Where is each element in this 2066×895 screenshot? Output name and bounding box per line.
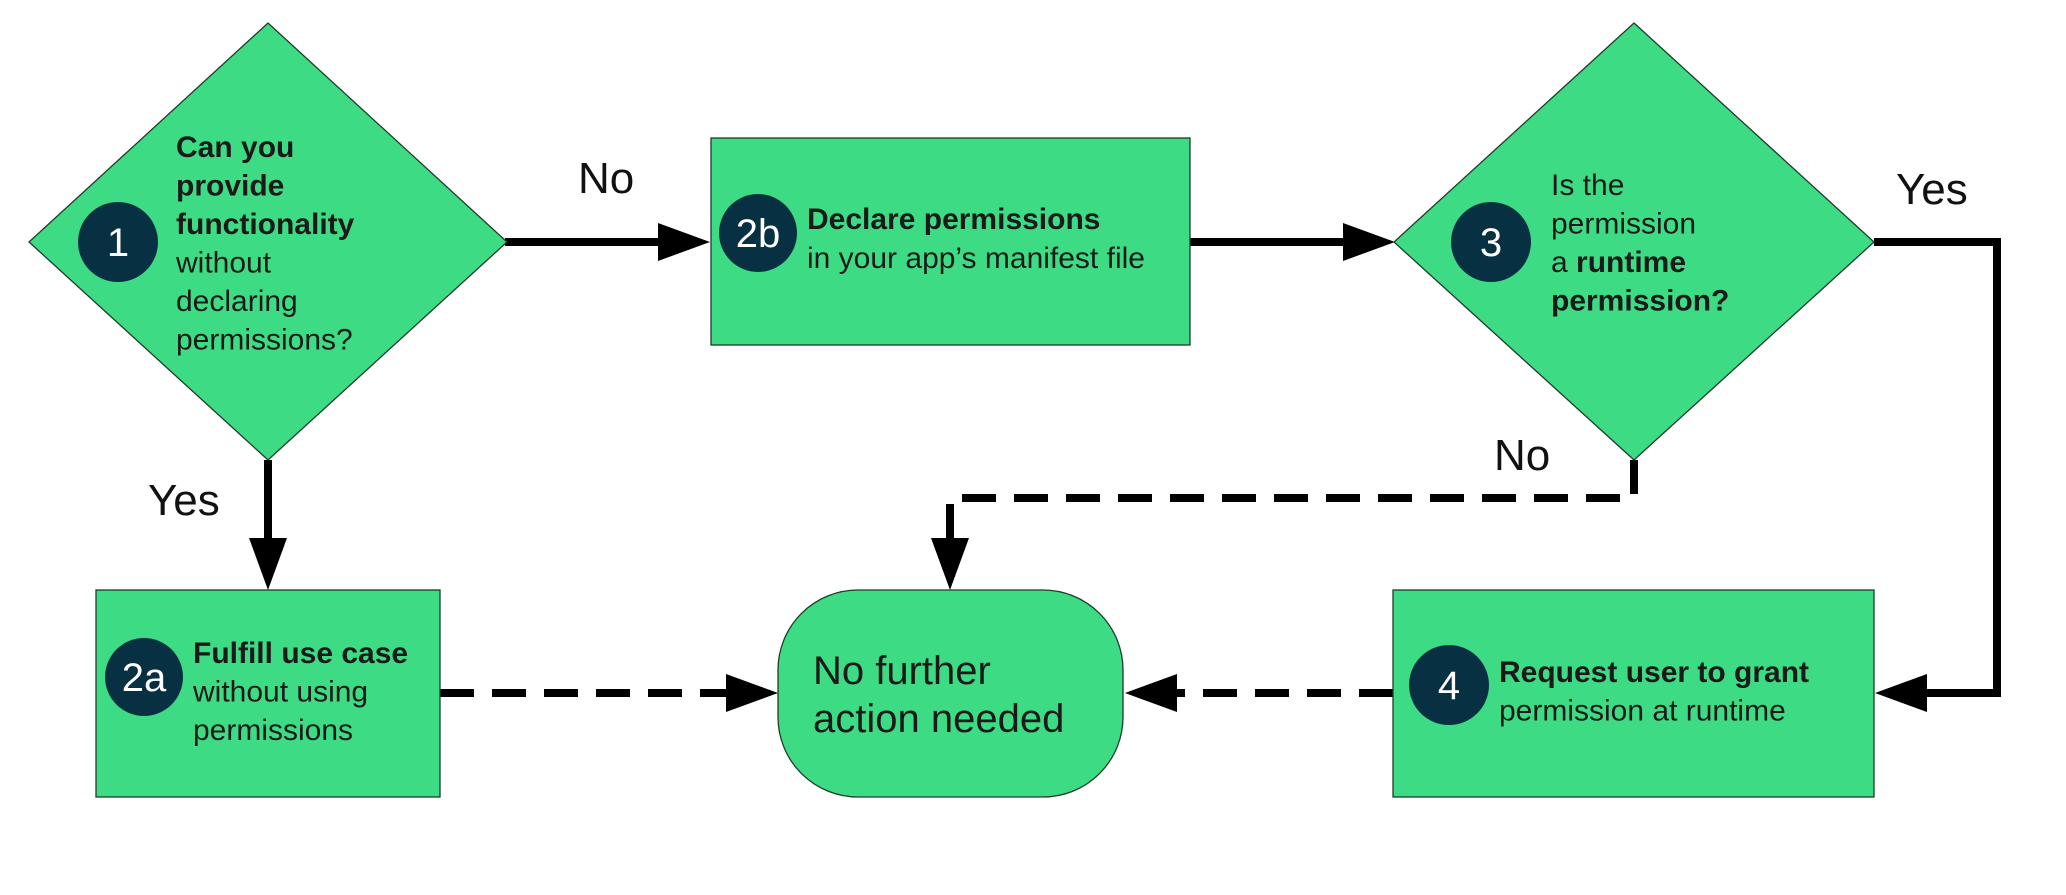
step-badge-1 — [78, 202, 158, 282]
step-badge-2b-label: 2b — [736, 212, 781, 256]
terminal-text-line-2: action needed — [813, 697, 1064, 741]
process-node-2a: 2a Fulfill use case without using permissi… — [95, 589, 441, 798]
edge-label-3-to-end: No — [1494, 431, 1550, 480]
arrowhead-3 — [1343, 223, 1395, 261]
edge-label-1-to-2b: No — [578, 154, 634, 203]
node-n4-text-run: permission at runtime — [1499, 695, 1786, 728]
step-badge-4-label: 4 — [1438, 664, 1460, 708]
edge-3-to-4 — [1874, 238, 2001, 712]
node-2a-text: Fulfill use case without using permissions — [192, 637, 408, 747]
node-n2b-text-run: in your app’s manifest file — [807, 242, 1145, 275]
node-n1-text-run: functionality — [176, 208, 355, 241]
node-n4-text-run: Request user to grant — [1499, 656, 1809, 689]
edge-2a-to-end — [440, 674, 778, 712]
node-n2b-text-run: Declare permissions — [807, 203, 1100, 236]
node-n2a-text-run: permissions — [193, 714, 353, 747]
process-node-2b: 2b Declare permissions in your app’s mani… — [710, 137, 1191, 346]
node-n3-text-run: runtime — [1576, 246, 1686, 279]
decision-diamond-1 — [28, 22, 508, 461]
node-n1-text-run: provide — [176, 170, 284, 203]
step-badge-1-label: 1 — [107, 221, 129, 265]
node-n1-text-run: permissions? — [176, 324, 353, 357]
node-3-text: Is the permission a runtime permission? — [1551, 169, 1729, 318]
step-badge-2b — [719, 194, 797, 272]
node-1-text: Can you provide functionality without declar… — [175, 131, 355, 357]
node-n3-text-run: a — [1551, 246, 1576, 279]
edge-1-to-2b — [505, 223, 710, 261]
arrowhead-2a — [249, 538, 287, 590]
process-node-4: 4 Request user to grant permission at run… — [1392, 589, 1875, 798]
arrowhead-2b — [658, 223, 710, 261]
arrowhead-end-left — [726, 674, 778, 712]
step-badge-3 — [1451, 202, 1531, 282]
node-n3-text-run: permission? — [1551, 285, 1729, 318]
node-n2a-text-run: without using — [192, 676, 368, 709]
edge-3-to-end — [931, 460, 1638, 590]
node-n3-text-run: Is the — [1551, 169, 1624, 202]
node-4-text: Request user to grant permission at runti… — [1499, 656, 1809, 728]
process-box-2b — [710, 137, 1191, 346]
edge-4-to-end — [1125, 674, 1393, 712]
node-n1-text-run: declaring — [176, 285, 298, 318]
edge-2b-to-3 — [1190, 223, 1395, 261]
terminal-text-line-1: No further — [813, 649, 991, 693]
step-badge-4 — [1409, 645, 1489, 725]
decision-diamond-3 — [1393, 22, 1875, 461]
node-n1-text-run: Can you — [176, 131, 294, 164]
step-badge-2a-label: 2a — [122, 656, 167, 700]
node-n3-text-run: permission — [1551, 208, 1696, 241]
arrowhead-end-right — [1125, 674, 1177, 712]
edges — [249, 223, 2001, 712]
node-n2a-text-run: Fulfill use case — [193, 637, 408, 670]
terminal-rounded-box — [777, 589, 1124, 798]
edge-1-to-2a — [249, 460, 287, 590]
decision-node-3: 3 Is the permission a runtime permission? — [1393, 22, 1875, 461]
step-badge-2a — [105, 638, 183, 716]
decision-node-1: 1 Can you provide functionality without decl… — [28, 22, 508, 461]
node-n1-text-run: without — [175, 247, 272, 280]
node-2b-text: Declare permissions in your app’s manifes… — [807, 203, 1145, 275]
terminal-node-end: No further action needed — [777, 589, 1124, 798]
arrowhead-end-top — [931, 538, 969, 590]
edge-label-3-to-4: Yes — [1896, 165, 1968, 214]
step-badge-3-label: 3 — [1480, 221, 1502, 265]
arrowhead-4 — [1875, 674, 1927, 712]
edge-label-1-to-2a: Yes — [148, 476, 220, 525]
